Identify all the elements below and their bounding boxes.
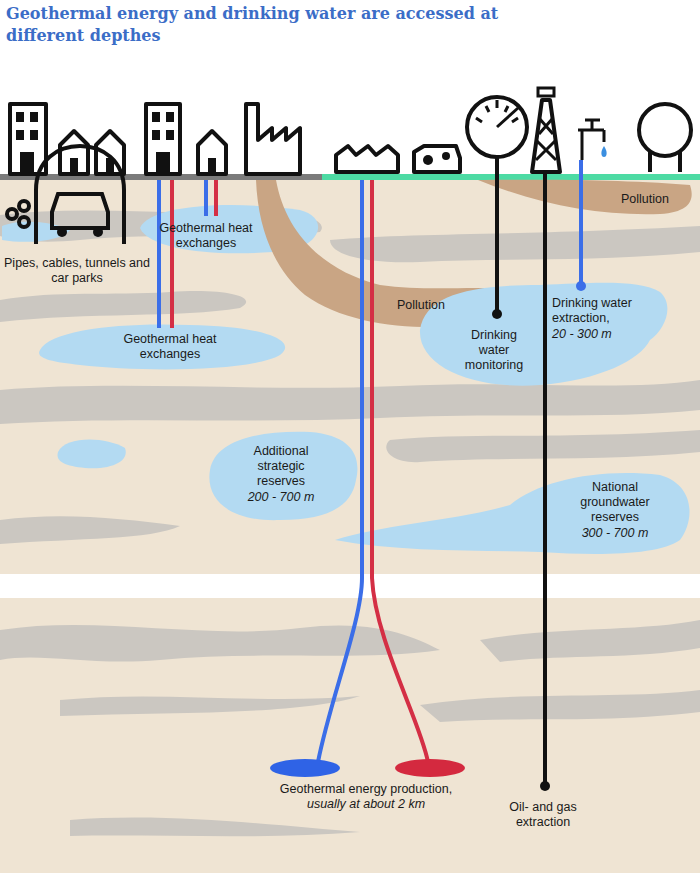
label-text: 300 - 700 m [560, 526, 670, 541]
label-text: Pollution [388, 298, 454, 313]
label-text: Drinking water extraction, [552, 296, 652, 326]
label-text: Pollution [610, 192, 680, 207]
text-wrap: Pollution [388, 298, 454, 313]
text-wrap: Geothermal heat exchanges [150, 221, 262, 251]
node-shape [330, 465, 695, 560]
text-wrap: Pipes, cables, tunnels and car parks [2, 256, 152, 286]
text-wrap: Oil- and gas extraction [495, 800, 591, 830]
text-wrap: Drinking water monitoring [455, 328, 533, 373]
label-text: Geothermal energy production, [256, 782, 476, 797]
text-wrap: usually at about 2 km [256, 797, 476, 812]
text-wrap: Geothermal heat exchanges [110, 332, 230, 362]
label-text: National groundwater reserves [560, 480, 670, 525]
water-body: Additional strategic reserves200 - 700 m [205, 428, 365, 523]
label-text: Geothermal heat exchanges [150, 221, 262, 251]
water-body: National groundwater reserves300 - 700 m [330, 465, 695, 560]
text-wrap: Geothermal energy and drinking water are… [6, 3, 526, 47]
text-wrap: National groundwater reserves [560, 480, 670, 525]
label-text: 20 - 300 m [552, 327, 652, 342]
text-wrap: 300 - 700 m [560, 526, 670, 541]
diagram-title: Geothermal energy and drinking water are… [6, 4, 498, 45]
label-text: Drinking water monitoring [455, 328, 533, 373]
node-shape [415, 278, 680, 390]
text-wrap: 20 - 300 m [552, 327, 652, 342]
label-text: usually at about 2 km [256, 797, 476, 812]
text-wrap: Pollution [610, 192, 680, 207]
text-wrap: Geothermal energy production, [256, 782, 476, 797]
text-wrap: Additional strategic reserves [238, 444, 324, 489]
water-body: Geothermal heat exchanges [35, 320, 300, 375]
label-text: Additional strategic reserves [238, 444, 324, 489]
label-text: Pipes, cables, tunnels and car parks [2, 256, 152, 286]
label-text: 200 - 700 m [238, 490, 324, 505]
text-wrap: 200 - 700 m [238, 490, 324, 505]
water-body: Drinking water monitoring Drinking water … [415, 278, 680, 390]
label-text: Oil- and gas extraction [495, 800, 591, 830]
text-wrap: Drinking water extraction, [552, 296, 652, 326]
label-text: Geothermal heat exchanges [110, 332, 230, 362]
